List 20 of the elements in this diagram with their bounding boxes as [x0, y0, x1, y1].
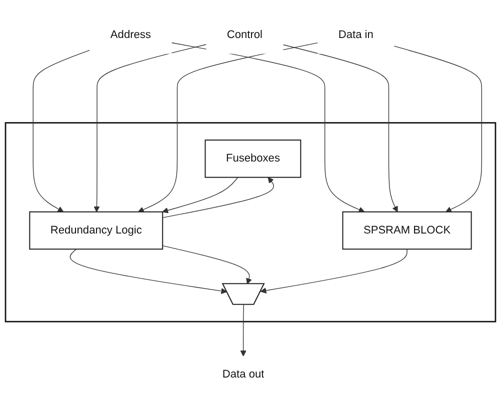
node-box: Redundancy Logic: [29, 210, 164, 250]
arrow: [138, 42, 318, 212]
node-box: SPSRAM BLOCK: [342, 210, 472, 250]
arrow: [32, 49, 90, 212]
arrow: [260, 248, 408, 294]
node-text: Data in: [338, 28, 374, 40]
node-box: Fuseboxes: [204, 139, 302, 178]
arrow: [282, 44, 398, 212]
arrow: [70, 248, 228, 294]
arrow: [162, 176, 238, 213]
node-text: Address: [110, 28, 151, 40]
arrow: [240, 304, 246, 356]
arrow: [162, 176, 274, 218]
arrow: [394, 45, 482, 212]
node-text: Data out: [222, 368, 264, 380]
node-trapezoid: [222, 282, 265, 304]
arrow: [162, 244, 252, 284]
cluster: [4, 122, 496, 322]
arrow: [171, 42, 365, 212]
arrow: [94, 44, 207, 212]
